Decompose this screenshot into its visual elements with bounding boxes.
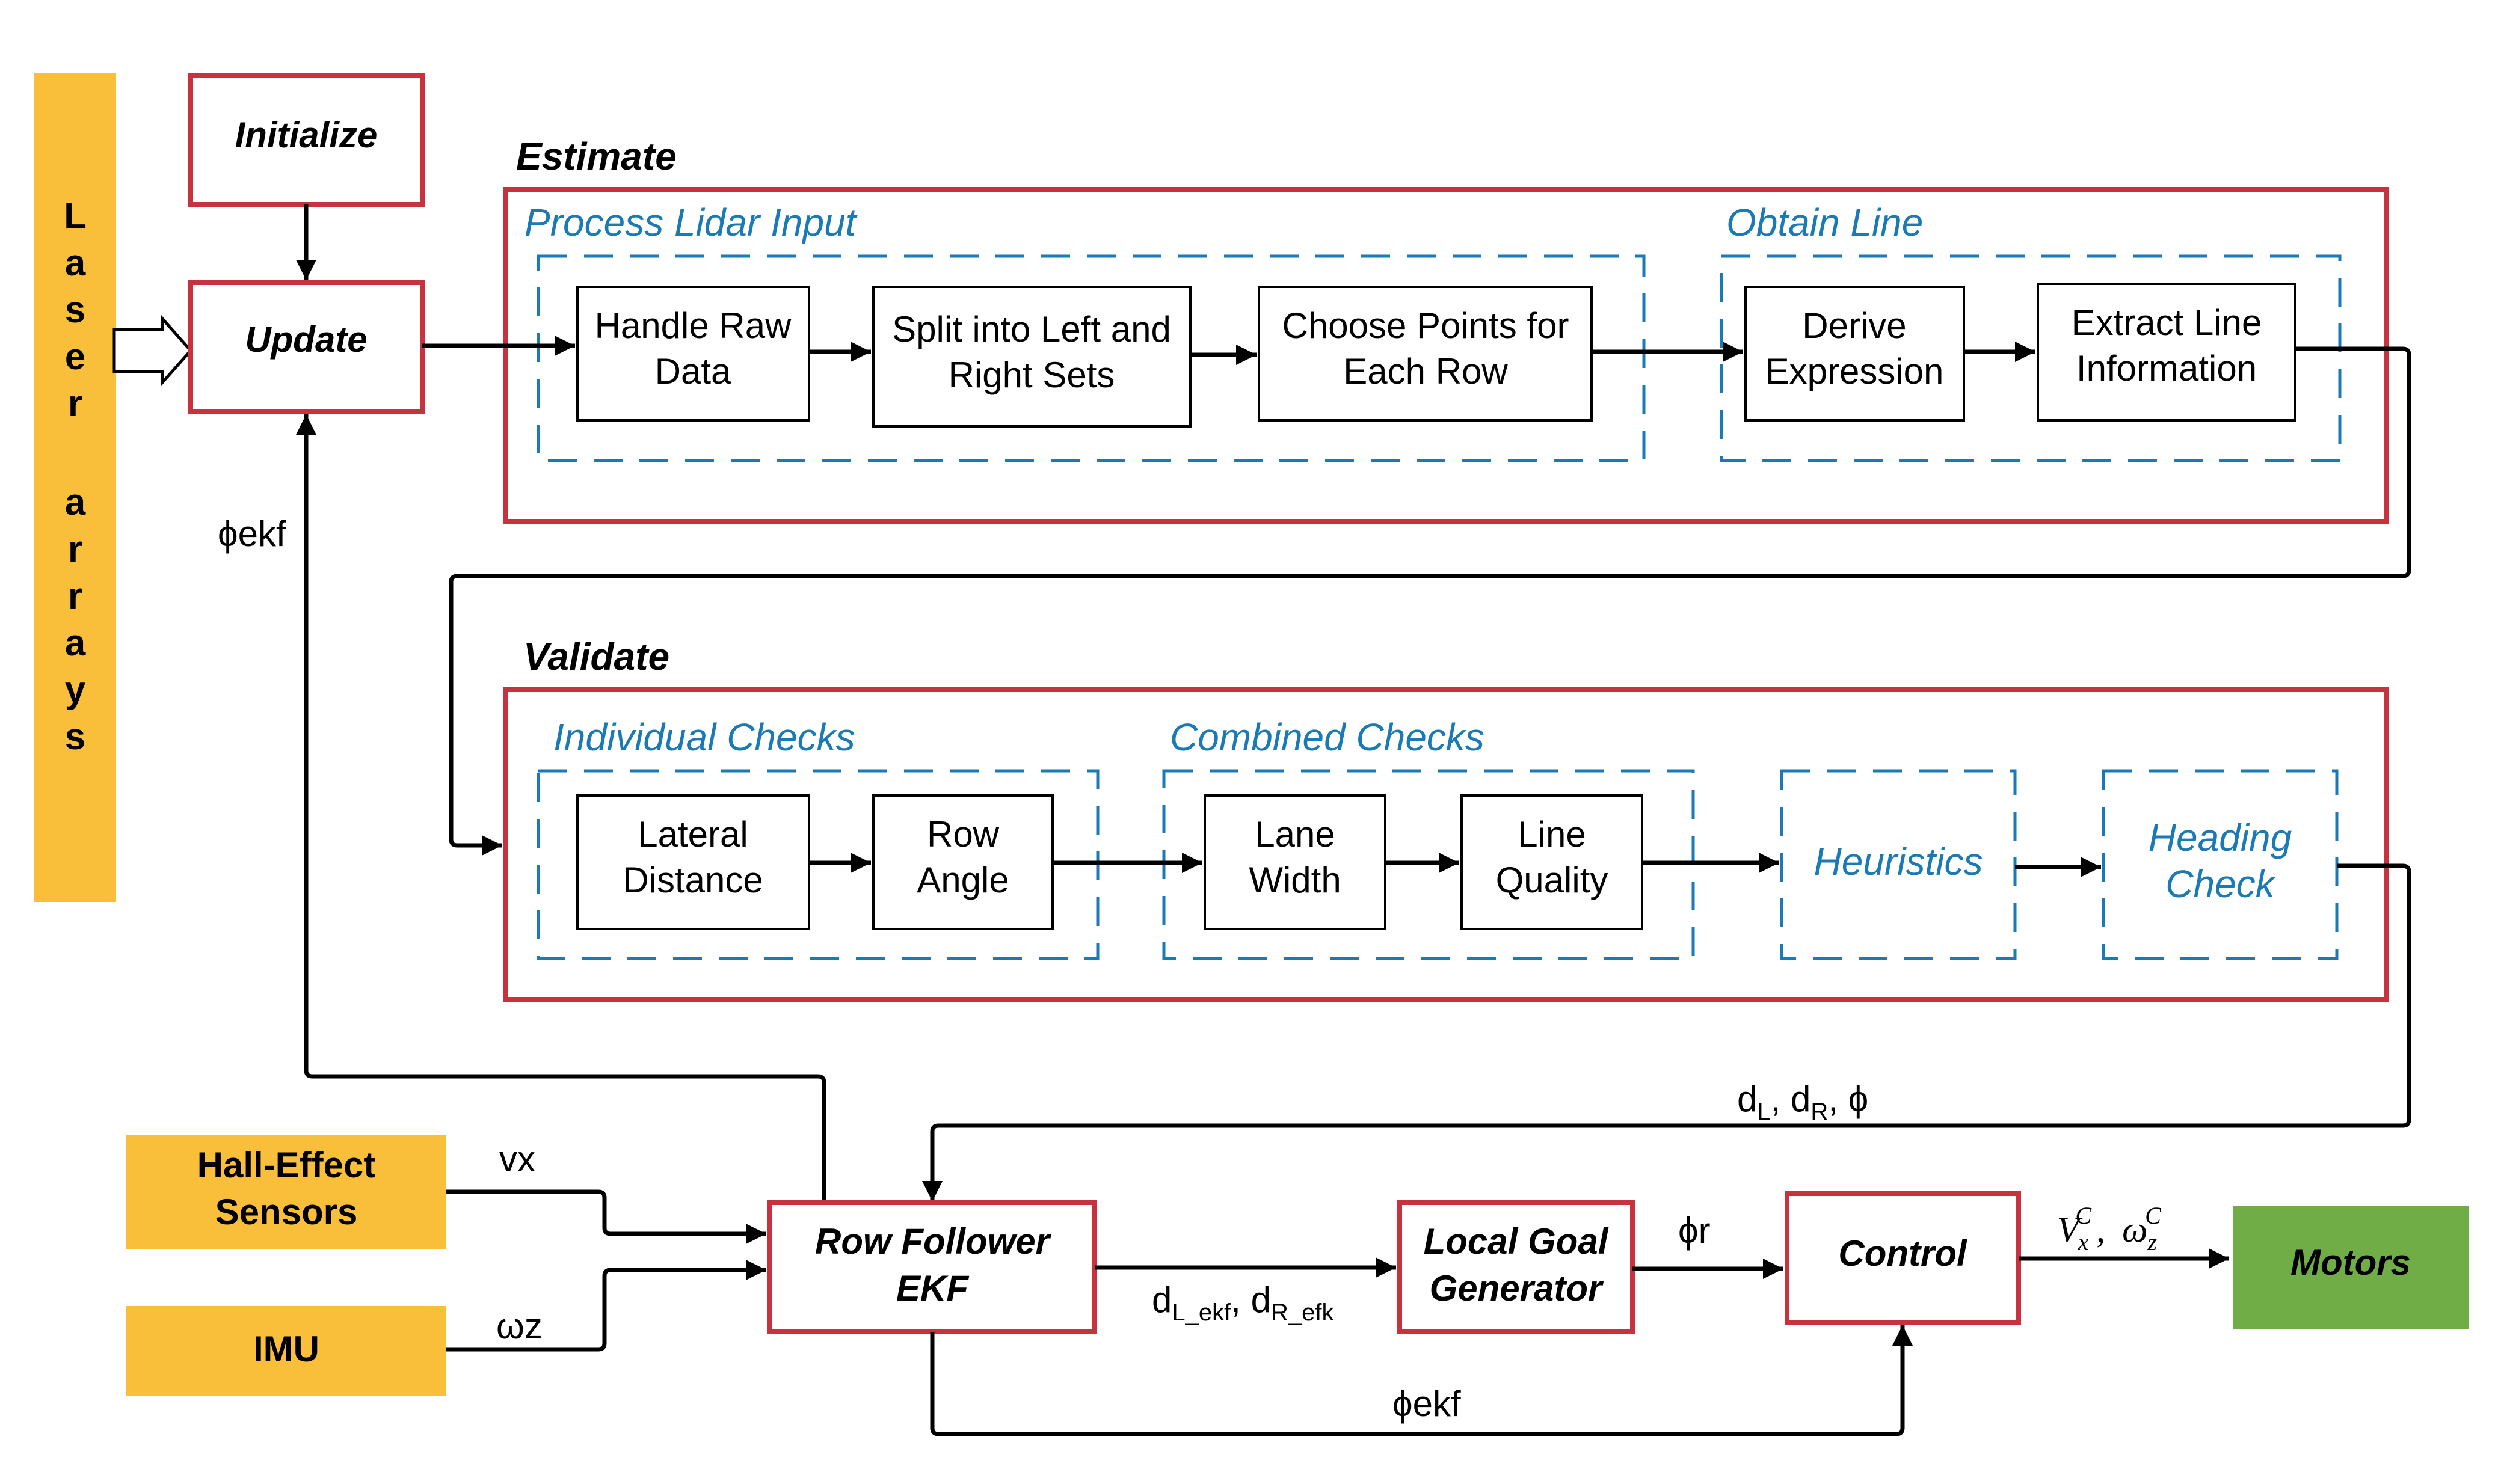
initialize-node bbox=[188, 73, 425, 207]
svg-text:a: a bbox=[65, 242, 86, 284]
heuristics-group bbox=[1780, 769, 2017, 960]
line-quality-line1: Line bbox=[1518, 814, 1586, 854]
local-goal-line2: Generator bbox=[1430, 1268, 1604, 1308]
svg-text:r: r bbox=[68, 529, 82, 570]
velocity-command-label: VxC,ωzC bbox=[2057, 1202, 2162, 1256]
svg-text:dL_ekf, dR_efk: dL_ekf, dR_efk bbox=[1152, 1280, 1334, 1326]
motors-label: Motors bbox=[2290, 1242, 2411, 1283]
process-lidar-title: Process Lidar Input bbox=[524, 201, 858, 244]
handle-raw-line1: Handle Raw bbox=[595, 305, 792, 346]
svg-text:y: y bbox=[65, 669, 86, 711]
motors-node bbox=[2233, 1206, 2469, 1329]
estimate-box bbox=[503, 187, 2389, 524]
hall-effect-sensors-node bbox=[126, 1135, 446, 1249]
lateral-distance-line2: Distance bbox=[623, 860, 763, 900]
ekf-to-update-feedback bbox=[296, 414, 826, 1203]
obtain-line-title: Obtain Line bbox=[1726, 201, 1923, 244]
svg-text:a: a bbox=[65, 622, 86, 664]
lateral-distance-node bbox=[576, 794, 810, 930]
phi-ekf-left-label: ϕekf bbox=[218, 514, 286, 554]
derive-expression-line2: Expression bbox=[1765, 351, 1944, 391]
process-lidar-group bbox=[537, 254, 1646, 462]
svg-text:r: r bbox=[68, 575, 82, 617]
wz-label: ωz bbox=[496, 1306, 543, 1346]
extract-line-node bbox=[2037, 283, 2296, 422]
estimate-to-validate-connector bbox=[449, 346, 2411, 856]
heading-check-line2: Check bbox=[2165, 862, 2276, 906]
derive-expression-line1: Derive bbox=[1802, 305, 1906, 346]
split-sets-line1: Split into Left and bbox=[892, 309, 1171, 349]
svg-text:a: a bbox=[65, 482, 86, 523]
lane-width-line2: Width bbox=[1249, 860, 1341, 900]
svg-text:e: e bbox=[65, 336, 85, 378]
initialize-label: Initialize bbox=[235, 115, 378, 155]
local-goal-line1: Local Goal bbox=[1424, 1221, 1609, 1262]
extract-line-line2: Information bbox=[2076, 348, 2257, 388]
combined-checks-title: Combined Checks bbox=[1170, 716, 1484, 759]
svg-text:s: s bbox=[65, 716, 85, 758]
svg-text:s: s bbox=[65, 289, 85, 331]
row-angle-line1: Row bbox=[927, 814, 1000, 854]
update-label: Update bbox=[245, 319, 367, 360]
laser-input-arrow bbox=[112, 314, 193, 387]
row-angle-line2: Angle bbox=[917, 860, 1009, 900]
choose-points-line2: Each Row bbox=[1343, 351, 1508, 391]
validate-title: Validate bbox=[523, 635, 669, 678]
row-follower-ekf-node bbox=[767, 1200, 1097, 1334]
line-quality-line2: Quality bbox=[1496, 860, 1608, 900]
phi-r-label: ϕr bbox=[1678, 1210, 1711, 1251]
vx-connector bbox=[446, 1189, 766, 1244]
svg-text:r: r bbox=[68, 383, 82, 425]
svg-text:dL, dR, ϕ: dL, dR, ϕ bbox=[1737, 1079, 1868, 1125]
heading-check-line1: Heading bbox=[2149, 816, 2292, 859]
row-follower-line2: EKF bbox=[896, 1268, 969, 1308]
extract-line-line1: Extract Line bbox=[2072, 302, 2262, 343]
dl-ekf-dr-efk-label: dL_ekf, dR_efk bbox=[1152, 1280, 1334, 1326]
validate-to-ekf-connector bbox=[922, 863, 2411, 1201]
hall-effect-line1: Hall-Effect bbox=[197, 1145, 376, 1185]
update-node bbox=[188, 280, 425, 414]
handle-raw-line2: Data bbox=[655, 351, 731, 391]
individual-checks-title: Individual Checks bbox=[553, 716, 855, 759]
choose-points-line1: Choose Points for bbox=[1282, 305, 1569, 346]
row-angle-node bbox=[872, 794, 1054, 930]
imu-label: IMU bbox=[253, 1329, 319, 1369]
ekf-to-control-bottom-connector bbox=[930, 1325, 1913, 1436]
control-label: Control bbox=[1838, 1233, 1967, 1274]
phi-ekf-bottom-label: ϕekf bbox=[1392, 1384, 1461, 1424]
lane-width-line1: Lane bbox=[1255, 814, 1335, 854]
row-follower-line1: Row Follower bbox=[815, 1221, 1052, 1262]
heuristics-label: Heuristics bbox=[1814, 840, 1983, 883]
validate-box bbox=[503, 687, 2389, 1002]
derive-expression-node bbox=[1744, 286, 1965, 422]
lane-width-node bbox=[1204, 794, 1386, 930]
imu-node bbox=[126, 1306, 446, 1396]
split-sets-node bbox=[872, 286, 1192, 428]
svg-text:VxC,ωzC: VxC,ωzC bbox=[2057, 1202, 2162, 1256]
dl-dr-phi-label: dL, dR, ϕ bbox=[1737, 1079, 1868, 1125]
hall-effect-line2: Sensors bbox=[215, 1192, 358, 1232]
lateral-distance-line1: Lateral bbox=[638, 814, 748, 854]
wz-connector bbox=[446, 1260, 766, 1352]
control-node bbox=[1785, 1191, 2021, 1325]
line-quality-node bbox=[1460, 794, 1643, 930]
vx-label: vx bbox=[499, 1139, 535, 1179]
split-sets-line2: Right Sets bbox=[949, 355, 1115, 395]
handle-raw-node bbox=[576, 286, 810, 422]
laser-arrays-bar bbox=[34, 73, 116, 902]
estimate-title: Estimate bbox=[516, 135, 677, 178]
svg-text:L: L bbox=[64, 195, 87, 237]
laser-arrays-label: L a s e r a r r a y s bbox=[64, 195, 87, 758]
